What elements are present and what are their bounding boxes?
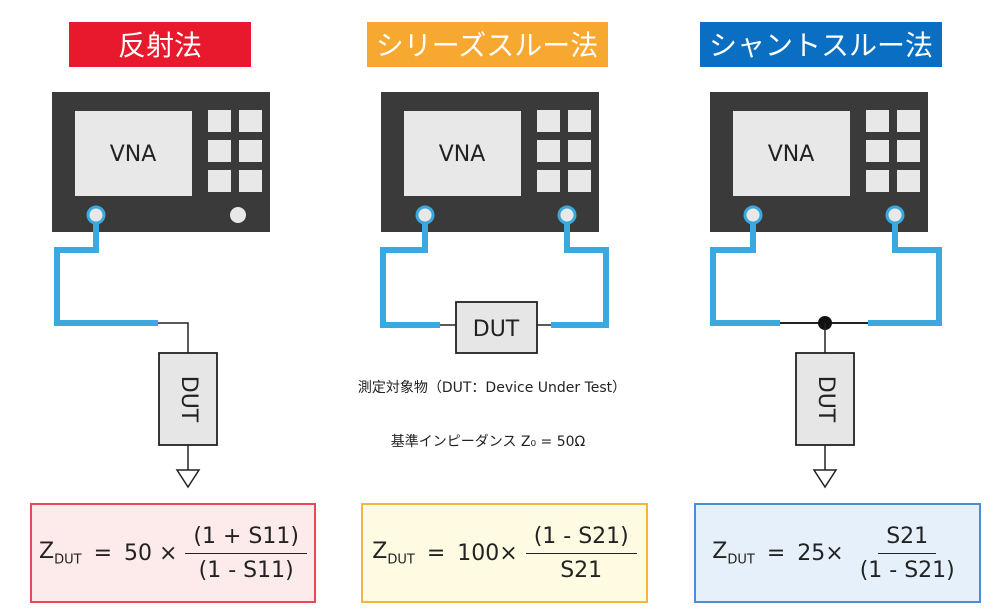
note-reference-impedance: 基準インピーダンス Z₀ = 50Ω	[391, 433, 586, 450]
ground-symbol-3	[812, 445, 838, 489]
title-shunt-through: シャントスルー法	[700, 22, 942, 67]
formula-factor: 50 ×	[124, 540, 178, 566]
vna-keypad	[208, 110, 262, 192]
dut-label: DUT	[813, 376, 838, 423]
vna-label: VNA	[110, 142, 157, 167]
vna-port-2	[557, 205, 577, 225]
vna-label: VNA	[768, 142, 815, 167]
svg-text:反射法: 反射法	[118, 29, 202, 62]
formula-box-reflection: ZDUT = 50 × (1 + S11) (1 - S11)	[30, 503, 316, 603]
formula-numerator: S21	[878, 524, 937, 554]
svg-text:シャントスルー法: シャントスルー法	[709, 29, 933, 62]
cable-series-left	[380, 223, 440, 328]
dut-shunt: DUT	[795, 352, 855, 446]
formula-fraction: S21 (1 - S21)	[852, 524, 963, 583]
note-dut-definition: 測定対象物（DUT：Device Under Test）	[358, 380, 626, 396]
formula-fraction: (1 - S21) S21	[525, 524, 637, 583]
formula-box-shunt: ZDUT = 25× S21 (1 - S21)	[694, 503, 981, 603]
cable-shunt-left	[710, 223, 780, 326]
dut-series: DUT	[455, 301, 538, 354]
formula-denominator: (1 - S11)	[198, 557, 294, 583]
formula-box-series: ZDUT = 100× (1 - S21) S21	[361, 503, 648, 603]
vna-knob	[230, 207, 246, 223]
formula-numerator: (1 - S21)	[525, 524, 637, 554]
dut-label: DUT	[473, 317, 520, 342]
vna-label: VNA	[439, 142, 486, 167]
title-series-through: シリーズスルー法	[367, 22, 608, 67]
formula-numerator: (1 + S11)	[185, 524, 307, 554]
formula-factor: 100×	[457, 540, 518, 566]
dut-reflection: DUT	[158, 352, 218, 446]
ground-symbol-1	[175, 445, 201, 489]
svg-text:シリーズスルー法: シリーズスルー法	[376, 29, 599, 62]
formula-fraction: (1 + S11) (1 - S11)	[185, 524, 307, 583]
vna-port-1	[415, 205, 435, 225]
formula-equals: =	[93, 540, 112, 566]
formula-factor: 25×	[797, 540, 844, 566]
formula-equals: =	[766, 540, 786, 566]
title-reflection: 反射法	[69, 22, 251, 67]
formula-denominator: S21	[560, 557, 603, 583]
vna-keypad	[537, 110, 591, 192]
dut-label: DUT	[176, 376, 201, 423]
vna-instrument-3: VNA	[710, 92, 928, 232]
cable-reflection	[54, 223, 158, 326]
wire-reflection	[158, 322, 189, 353]
formula-denominator: (1 - S21)	[859, 557, 955, 583]
vna-keypad	[866, 110, 920, 192]
vna-port-2	[885, 205, 905, 225]
formula-lhs: ZDUT	[39, 538, 82, 568]
vna-port-1	[743, 205, 763, 225]
vna-instrument-1: VNA	[52, 92, 270, 232]
cable-shunt-right	[868, 223, 942, 326]
cable-series-right	[551, 223, 609, 328]
formula-lhs: ZDUT	[372, 538, 415, 568]
formula-equals: =	[426, 540, 446, 566]
formula-lhs: ZDUT	[712, 538, 755, 568]
vna-instrument-2: VNA	[381, 92, 599, 232]
vna-port-1	[86, 205, 106, 225]
